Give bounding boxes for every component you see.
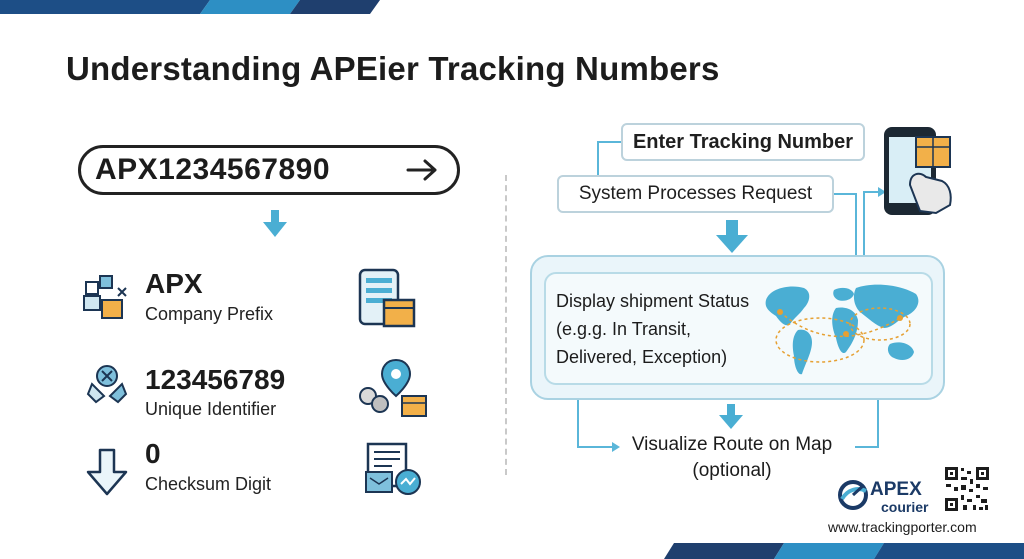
section-divider [505,175,507,475]
visualize-route-text: Visualize Route on Map (optional) [612,432,852,484]
document-box-icon [358,268,416,328]
prefix-boxes-icon [83,275,127,319]
location-pin-icon [359,358,427,417]
visualize-line-1: Visualize Route on Map [631,434,833,455]
flow-down-arrow-icon [716,220,748,253]
segment-prefix-label: Company Prefix [145,304,274,324]
world-map-icon [765,284,919,375]
arrow-right-icon [406,159,437,181]
segment-identifier-value: 123456789 [145,364,286,395]
qr-code-icon [943,465,991,513]
status-inner-panel [544,272,933,385]
message-document-icon [365,442,421,495]
down-arrow-icon [263,210,287,237]
brand-name: APEX [870,479,922,500]
segment-checksum-value: 0 [145,438,161,469]
segment-identifier-label: Unique Identifier [145,399,277,419]
website-url: www.trackingporter.com [828,519,977,535]
visualize-down-arrow-icon [719,404,743,429]
display-status-line-2: (e.g.g. In Transit, [556,319,692,339]
segment-checksum-label: Checksum Digit [145,474,272,494]
enter-tracking-step: Enter Tracking Number [621,123,865,161]
display-status-text: Display shipment Status (e.g.g. In Trans… [556,287,749,371]
visualize-line-2: (optional) [692,460,772,481]
segment-prefix-value: APX [145,268,203,299]
phone-box-icon [884,127,952,215]
system-processes-step: System Processes Request [557,175,834,213]
identifier-network-icon [86,365,128,404]
checksum-arrow-icon [86,448,128,496]
tracking-number: APX1234567890 [95,153,331,186]
top-left-stripe [0,0,380,14]
apex-logo-icon [838,480,868,510]
display-status-line-3: Delivered, Exception) [556,347,728,367]
page-title: Understanding APEier Tracking Numbers [66,50,720,87]
tracking-number-field: APX1234567890 [78,145,460,195]
bottom-right-stripe [664,543,1024,559]
brand-subtitle: courier [881,499,929,515]
display-status-line-1: Display shipment Status [556,291,750,311]
